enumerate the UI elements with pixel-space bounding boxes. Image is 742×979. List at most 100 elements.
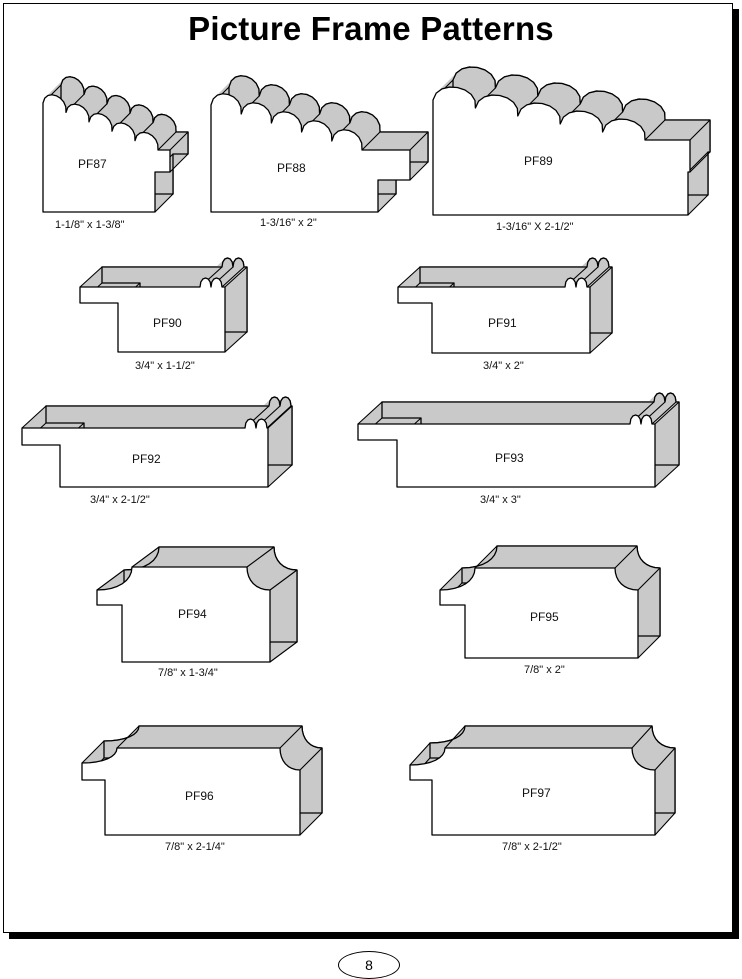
pattern-code-pf91: PF91 (488, 316, 517, 330)
pf96-extrusion-face (117, 726, 302, 748)
pf90-extrusion-face (219, 259, 244, 282)
pf89-extrusion-face (626, 99, 655, 122)
pf94-extrusion-face (253, 563, 284, 587)
pf91-extrusion-face (584, 259, 609, 282)
pf92-extrusion-face (261, 397, 289, 420)
pf88-extrusion-face (354, 115, 377, 138)
pf87-extrusion-face (44, 77, 66, 99)
pf91-edge-line (586, 266, 610, 288)
pf93-edge-line (654, 401, 680, 425)
pf87-edge-line (157, 131, 177, 151)
pf92-extrusion-face (250, 397, 278, 420)
pf94-extrusion-face (260, 568, 293, 590)
pf97-extrusion-face (633, 735, 656, 761)
pf97-extrusion-face (641, 744, 666, 769)
pf87-extrusion-face (56, 77, 79, 99)
pf87-extrusion-face (93, 95, 116, 115)
pf94-extrusion-face (247, 547, 275, 572)
pf88-extrusion-face (361, 125, 380, 150)
pf88-extrusion-face (298, 101, 320, 126)
pf97-extrusion-face (445, 726, 652, 748)
pf88-extrusion-face (263, 88, 287, 111)
pf91-edge-line (589, 332, 613, 354)
pf92-extrusion-face (247, 397, 275, 420)
pf93-edge-line (654, 464, 680, 488)
pf87-extrusion-face (129, 108, 151, 131)
pf95-edge-line (637, 635, 661, 659)
pf96-extrusion-face (280, 726, 303, 753)
pf87-extrusion-face (79, 87, 102, 108)
pattern-size-pf93: 3/4" x 3" (480, 494, 521, 506)
pf87-extrusion-face (157, 126, 176, 150)
pf88-extrusion-face (268, 92, 290, 117)
pf89-extrusion-face (598, 98, 623, 125)
pattern-code-pf87: PF87 (78, 157, 107, 171)
pf87-extrusion-face (152, 117, 174, 140)
pf97-edge-line (654, 812, 676, 836)
pf87-extrusion-face (116, 104, 139, 124)
pf96-edge-line (81, 740, 105, 764)
pf91-extrusion-face (590, 267, 612, 353)
pf90-edge-line (79, 266, 103, 288)
pf89-edge-line (687, 194, 709, 216)
pf87-extrusion-face (83, 89, 105, 112)
pf94-extrusion-face (247, 551, 276, 577)
pf95-extrusion-face (616, 555, 641, 581)
pf93-extrusion-face (638, 394, 665, 419)
pf97-edge-line (631, 725, 653, 749)
pf95-extrusion-face (628, 566, 656, 590)
pf90-extrusion-face (202, 258, 228, 279)
pattern-size-pf94: 7/8" x 1-3/4" (158, 667, 218, 679)
pf87-extrusion-face (102, 96, 125, 117)
pf95-extrusion-face (615, 550, 639, 578)
pf90-edge-line (224, 266, 248, 288)
pf97-edge-line (444, 725, 466, 749)
pf90-back-outline (101, 257, 248, 333)
pf91-edge-line (589, 266, 613, 288)
pf89-profile-drawing (432, 66, 711, 216)
pf91-edge-line (397, 266, 421, 288)
pf89-extrusion-face (634, 102, 661, 127)
pattern-code-pf93: PF93 (495, 451, 524, 465)
pf91-extrusion-face (398, 267, 587, 287)
pf95-front-face (439, 567, 639, 659)
pf87-extrusion-face (60, 80, 82, 102)
pf95-extrusion-face (621, 561, 647, 587)
pf89-edge-line (689, 119, 711, 141)
pf88-extrusion-face (233, 79, 257, 102)
pf95-profile-drawing (439, 545, 661, 659)
pf89-extrusion-face (464, 70, 492, 95)
pf97-profile-drawing (409, 725, 676, 836)
pf97-extrusion-face (638, 741, 662, 767)
pf87-extrusion-face (120, 104, 144, 124)
pf89-extrusion-face (618, 99, 647, 120)
pf88-extrusion-face (318, 103, 343, 125)
pf94-extrusion-face (256, 566, 288, 589)
pf88-extrusion-face (358, 119, 380, 144)
pf88-edge-line (361, 131, 381, 151)
pf91-profile-drawing (397, 257, 613, 354)
pf89-extrusion-face (499, 75, 528, 98)
pf89-edge-line (644, 119, 666, 141)
pf95-edge-line (474, 545, 498, 569)
pf88-extrusion-face (243, 86, 266, 108)
pf87-extrusion-face (63, 83, 84, 107)
pf91-extrusion-face (570, 258, 596, 279)
pf88-extrusion-face (328, 110, 350, 135)
pattern-code-pf95: PF95 (530, 610, 559, 624)
pf92-edge-line (266, 405, 292, 429)
pf96-extrusion-face (295, 747, 322, 770)
pf88-extrusion-face (252, 84, 277, 104)
pf89-extrusion-face (513, 82, 538, 109)
pf93-edge-line (651, 401, 677, 425)
pf90-profile-drawing (79, 257, 248, 353)
pf89-extrusion-face (507, 78, 534, 103)
pf94-edge-line (246, 546, 275, 568)
pf95-edge-line (637, 567, 661, 591)
pf87-edge-line (169, 131, 189, 151)
pf88-profile-drawing (210, 75, 429, 213)
pattern-code-pf88: PF88 (277, 161, 306, 175)
pf89-extrusion-face (592, 94, 619, 119)
pf87-extrusion-face (143, 114, 167, 134)
